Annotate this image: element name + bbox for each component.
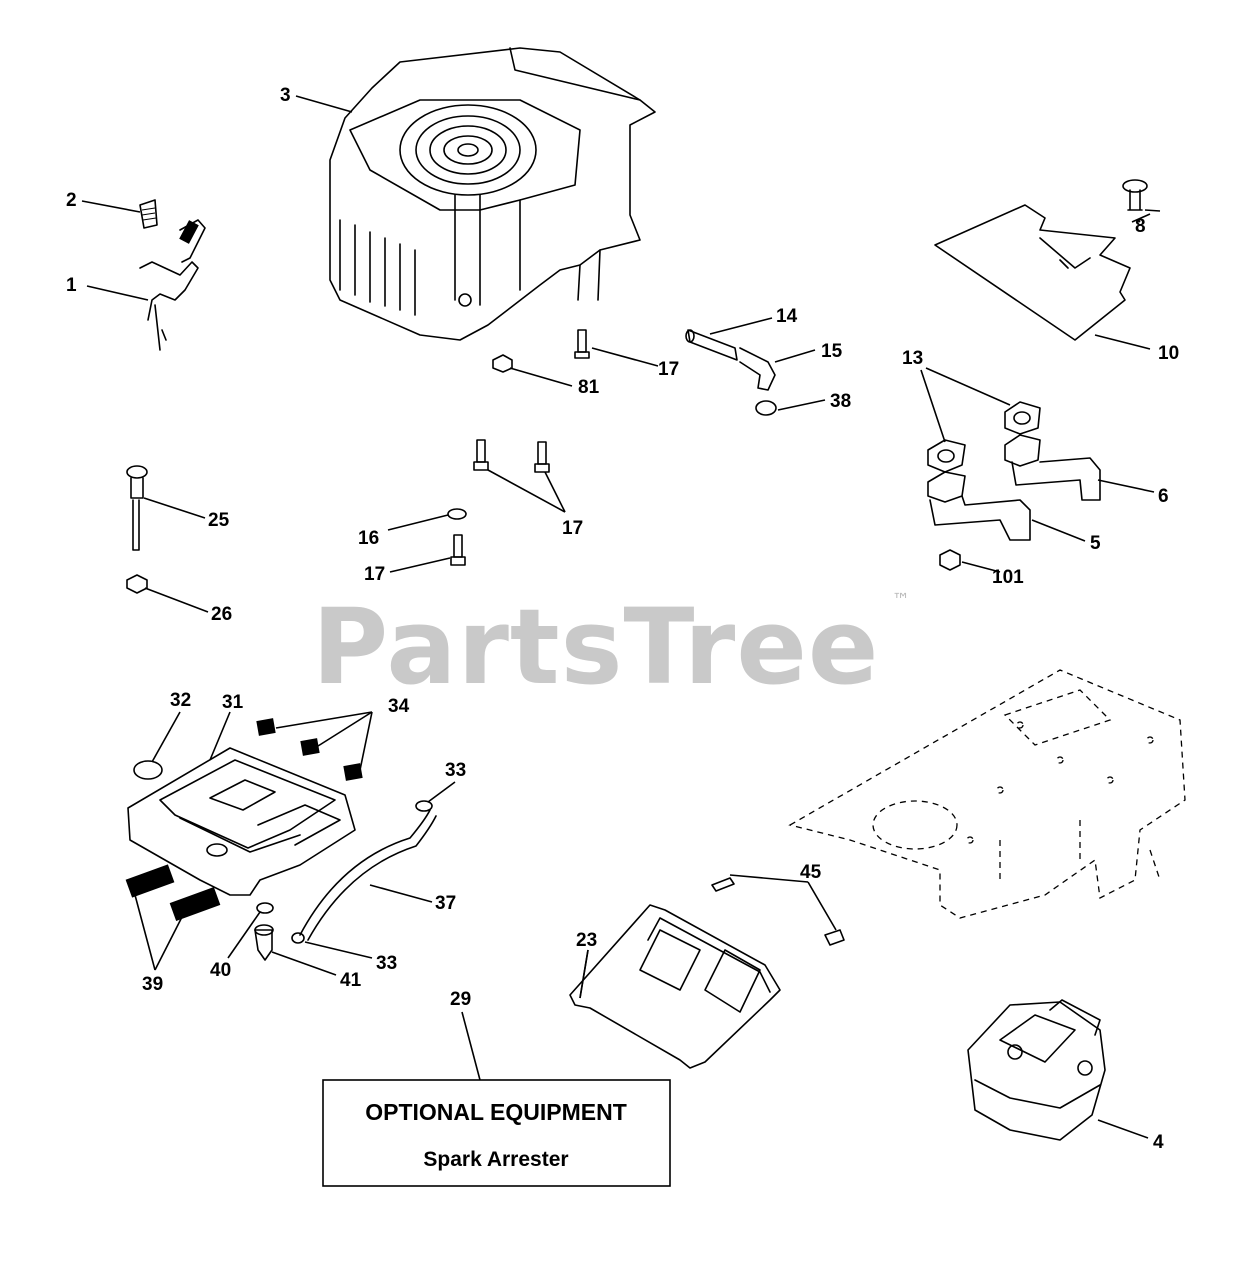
bolt-17-part: [574, 329, 590, 359]
callout-17-lower: 17: [364, 564, 385, 585]
callout-1: 1: [66, 275, 77, 296]
callout-13: 13: [902, 348, 923, 369]
callout-4: 4: [1153, 1132, 1164, 1153]
callout-37: 37: [435, 893, 456, 914]
callout-31: 31: [222, 692, 244, 713]
watermark-trademark: ™: [892, 590, 910, 611]
leader-lines: [81, 95, 1161, 1139]
optional-equipment-subtitle: Spark Arrester: [423, 1148, 568, 1171]
exhaust-pipes-part: [927, 401, 1101, 541]
engine-part: [329, 47, 656, 341]
mounting-plate-part: [788, 669, 1186, 919]
callout-17-center: 17: [562, 518, 583, 539]
callout-25: 25: [208, 510, 230, 531]
callout-14: 14: [776, 306, 798, 327]
callout-81: 81: [578, 377, 600, 398]
callout-labels: 3 2 1 8 10 14 15 38 17 81 13 6 5 101 25 …: [66, 85, 1179, 1153]
air-cleaner-part: [127, 718, 363, 896]
bolt-25-part: [126, 465, 148, 594]
callout-3: 3: [280, 85, 291, 106]
muffler-part: [967, 999, 1106, 1141]
callout-39: 39: [142, 974, 163, 995]
heat-shield-part: [934, 179, 1148, 341]
callout-38: 38: [830, 391, 851, 412]
fuel-line-part: [291, 800, 437, 944]
callout-23: 23: [576, 930, 597, 951]
optional-equipment-box: OPTIONAL EQUIPMENT Spark Arrester: [322, 1079, 671, 1187]
callout-32: 32: [170, 690, 191, 711]
gaskets-39-part: [125, 864, 221, 921]
callout-10: 10: [1158, 343, 1179, 364]
bolts-17-part: [447, 439, 550, 566]
bracket-23-part: [569, 877, 845, 1069]
callout-29: 29: [450, 989, 471, 1010]
drain-pipe-part: [685, 329, 777, 416]
callout-17-engine: 17: [658, 359, 679, 380]
callout-45: 45: [800, 862, 822, 883]
optional-equipment-title: OPTIONAL EQUIPMENT: [365, 1099, 627, 1125]
callout-6: 6: [1158, 486, 1169, 507]
nut-81-part: [492, 354, 513, 373]
callout-8: 8: [1135, 216, 1146, 237]
callout-34: 34: [388, 696, 410, 717]
callout-41: 41: [340, 970, 362, 991]
callout-26: 26: [211, 604, 232, 625]
watermark-text: PartsTree: [312, 586, 879, 708]
callout-33-top: 33: [445, 760, 466, 781]
callout-101: 101: [992, 567, 1024, 588]
callout-16: 16: [358, 528, 379, 549]
callout-5: 5: [1090, 533, 1101, 554]
callout-15: 15: [821, 341, 843, 362]
fitting-40-41-part: [254, 902, 274, 961]
nut-101-part: [939, 549, 961, 571]
callout-33-bottom: 33: [376, 953, 397, 974]
callout-2: 2: [66, 190, 77, 211]
callout-40: 40: [210, 960, 231, 981]
throttle-control-part: [139, 199, 206, 351]
